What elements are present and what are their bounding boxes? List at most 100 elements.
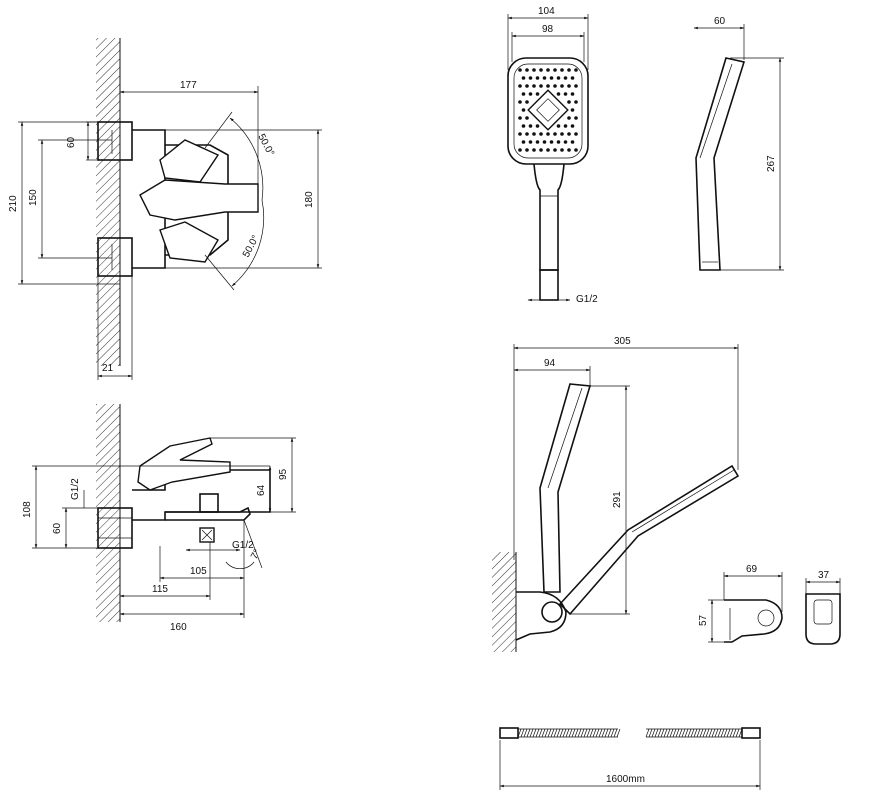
handshower-profile bbox=[695, 57, 746, 271]
hose-coil bbox=[547, 728, 552, 738]
dim-60-handshower: 60 bbox=[714, 16, 726, 27]
nozzle-dot bbox=[539, 148, 543, 152]
hose-coil bbox=[589, 728, 594, 738]
hose-coil bbox=[666, 728, 671, 738]
nozzle-dot bbox=[521, 124, 526, 128]
hose-coil bbox=[586, 728, 591, 738]
nozzle-dot bbox=[518, 148, 522, 152]
hose-view: 1600mm bbox=[499, 727, 761, 790]
bracket-side bbox=[724, 599, 783, 643]
hose-coil bbox=[613, 728, 618, 738]
dim-108: 108 bbox=[22, 501, 33, 518]
nozzle-dot bbox=[556, 76, 561, 80]
shower-thread bbox=[539, 269, 559, 301]
holder-pivot bbox=[541, 601, 563, 623]
nozzle-dot bbox=[570, 124, 575, 128]
nozzle-dot bbox=[528, 124, 533, 128]
hose-coil bbox=[645, 728, 650, 738]
upper-connector bbox=[97, 121, 133, 161]
nozzle-dot bbox=[525, 132, 529, 136]
hose-coil bbox=[601, 728, 606, 738]
holder-handshower-angled bbox=[558, 464, 740, 616]
side-spout bbox=[165, 506, 251, 521]
hose-coil bbox=[526, 728, 531, 738]
g12-spout: G1/2 bbox=[232, 540, 254, 551]
hose-coil bbox=[723, 728, 728, 738]
hose-coil bbox=[559, 728, 564, 738]
lever-upper bbox=[159, 139, 220, 183]
hose-coil bbox=[708, 728, 713, 738]
dim-267: 267 bbox=[766, 155, 777, 172]
nozzle-dot bbox=[553, 132, 557, 136]
hose-coil bbox=[610, 728, 615, 738]
nozzle-dot bbox=[546, 148, 550, 152]
hose-coil bbox=[732, 728, 737, 738]
nozzle-dot bbox=[532, 84, 536, 88]
nozzle-dot bbox=[518, 132, 522, 136]
nozzle-dot bbox=[525, 68, 529, 72]
hose-nut-right bbox=[741, 727, 761, 739]
hose-coil bbox=[711, 728, 716, 738]
hose-coil bbox=[580, 728, 585, 738]
nozzle-dot bbox=[567, 132, 571, 136]
hose-coil bbox=[693, 728, 698, 738]
nozzle-dot bbox=[556, 92, 561, 96]
nozzle-dot bbox=[525, 148, 529, 152]
spout-front bbox=[139, 179, 259, 221]
hose-coil bbox=[657, 728, 662, 738]
dim-69: 69 bbox=[746, 564, 758, 575]
hose-coil bbox=[684, 728, 689, 738]
hose-coil bbox=[678, 728, 683, 738]
nozzle-dot bbox=[560, 84, 564, 88]
nozzle-dot bbox=[553, 84, 557, 88]
nozzle-dot bbox=[521, 76, 526, 80]
hose-length: 1600mm bbox=[606, 774, 645, 785]
hose-coil bbox=[595, 728, 600, 738]
nozzle-dot bbox=[549, 76, 554, 80]
dim-105: 105 bbox=[190, 566, 207, 577]
hose-coil bbox=[607, 728, 612, 738]
nozzle-dot bbox=[542, 76, 547, 80]
hose-coil bbox=[571, 728, 576, 738]
dim-37: 37 bbox=[818, 570, 830, 581]
g12-handshower: G1/2 bbox=[576, 294, 598, 305]
holder-bracket bbox=[515, 591, 567, 641]
nozzle-dot bbox=[518, 68, 522, 72]
hose-coil bbox=[553, 728, 558, 738]
hose-coil bbox=[517, 728, 522, 738]
bracket-front bbox=[805, 593, 841, 645]
nozzle-dot bbox=[539, 84, 543, 88]
hose-coil bbox=[556, 728, 561, 738]
hose-coil bbox=[592, 728, 597, 738]
nozzle-dot bbox=[518, 100, 522, 104]
hose-coil bbox=[562, 728, 567, 738]
nozzle-dot bbox=[521, 108, 526, 112]
dim-150: 150 bbox=[28, 189, 39, 206]
hose-coil bbox=[651, 728, 656, 738]
hose-coil bbox=[574, 728, 579, 738]
hose-coil bbox=[535, 728, 540, 738]
nozzle-dot bbox=[567, 116, 571, 120]
nozzle-dot bbox=[574, 68, 578, 72]
hose-coil bbox=[538, 728, 543, 738]
nozzle-dot bbox=[567, 84, 571, 88]
nozzle-dot bbox=[567, 68, 571, 72]
nozzle-dot bbox=[535, 124, 540, 128]
center-button bbox=[527, 89, 569, 131]
side-lever bbox=[137, 437, 231, 491]
nozzle-dot bbox=[542, 140, 547, 144]
nozzle-dot bbox=[567, 100, 571, 104]
nozzle-dot bbox=[570, 108, 575, 112]
nozzle-dot bbox=[560, 68, 564, 72]
nozzle-dot bbox=[546, 84, 550, 88]
hose-coil bbox=[738, 728, 743, 738]
hose-coil bbox=[523, 728, 528, 738]
handshower-front-view: 104 98 G1/2 bbox=[507, 6, 598, 305]
wall-hatch bbox=[96, 38, 120, 366]
hose-coil bbox=[702, 728, 707, 738]
dim-104: 104 bbox=[538, 6, 555, 17]
nozzle-dot bbox=[560, 132, 564, 136]
hose-coil bbox=[660, 728, 665, 738]
nozzle-dot bbox=[525, 116, 529, 120]
dim-94: 94 bbox=[544, 358, 556, 369]
